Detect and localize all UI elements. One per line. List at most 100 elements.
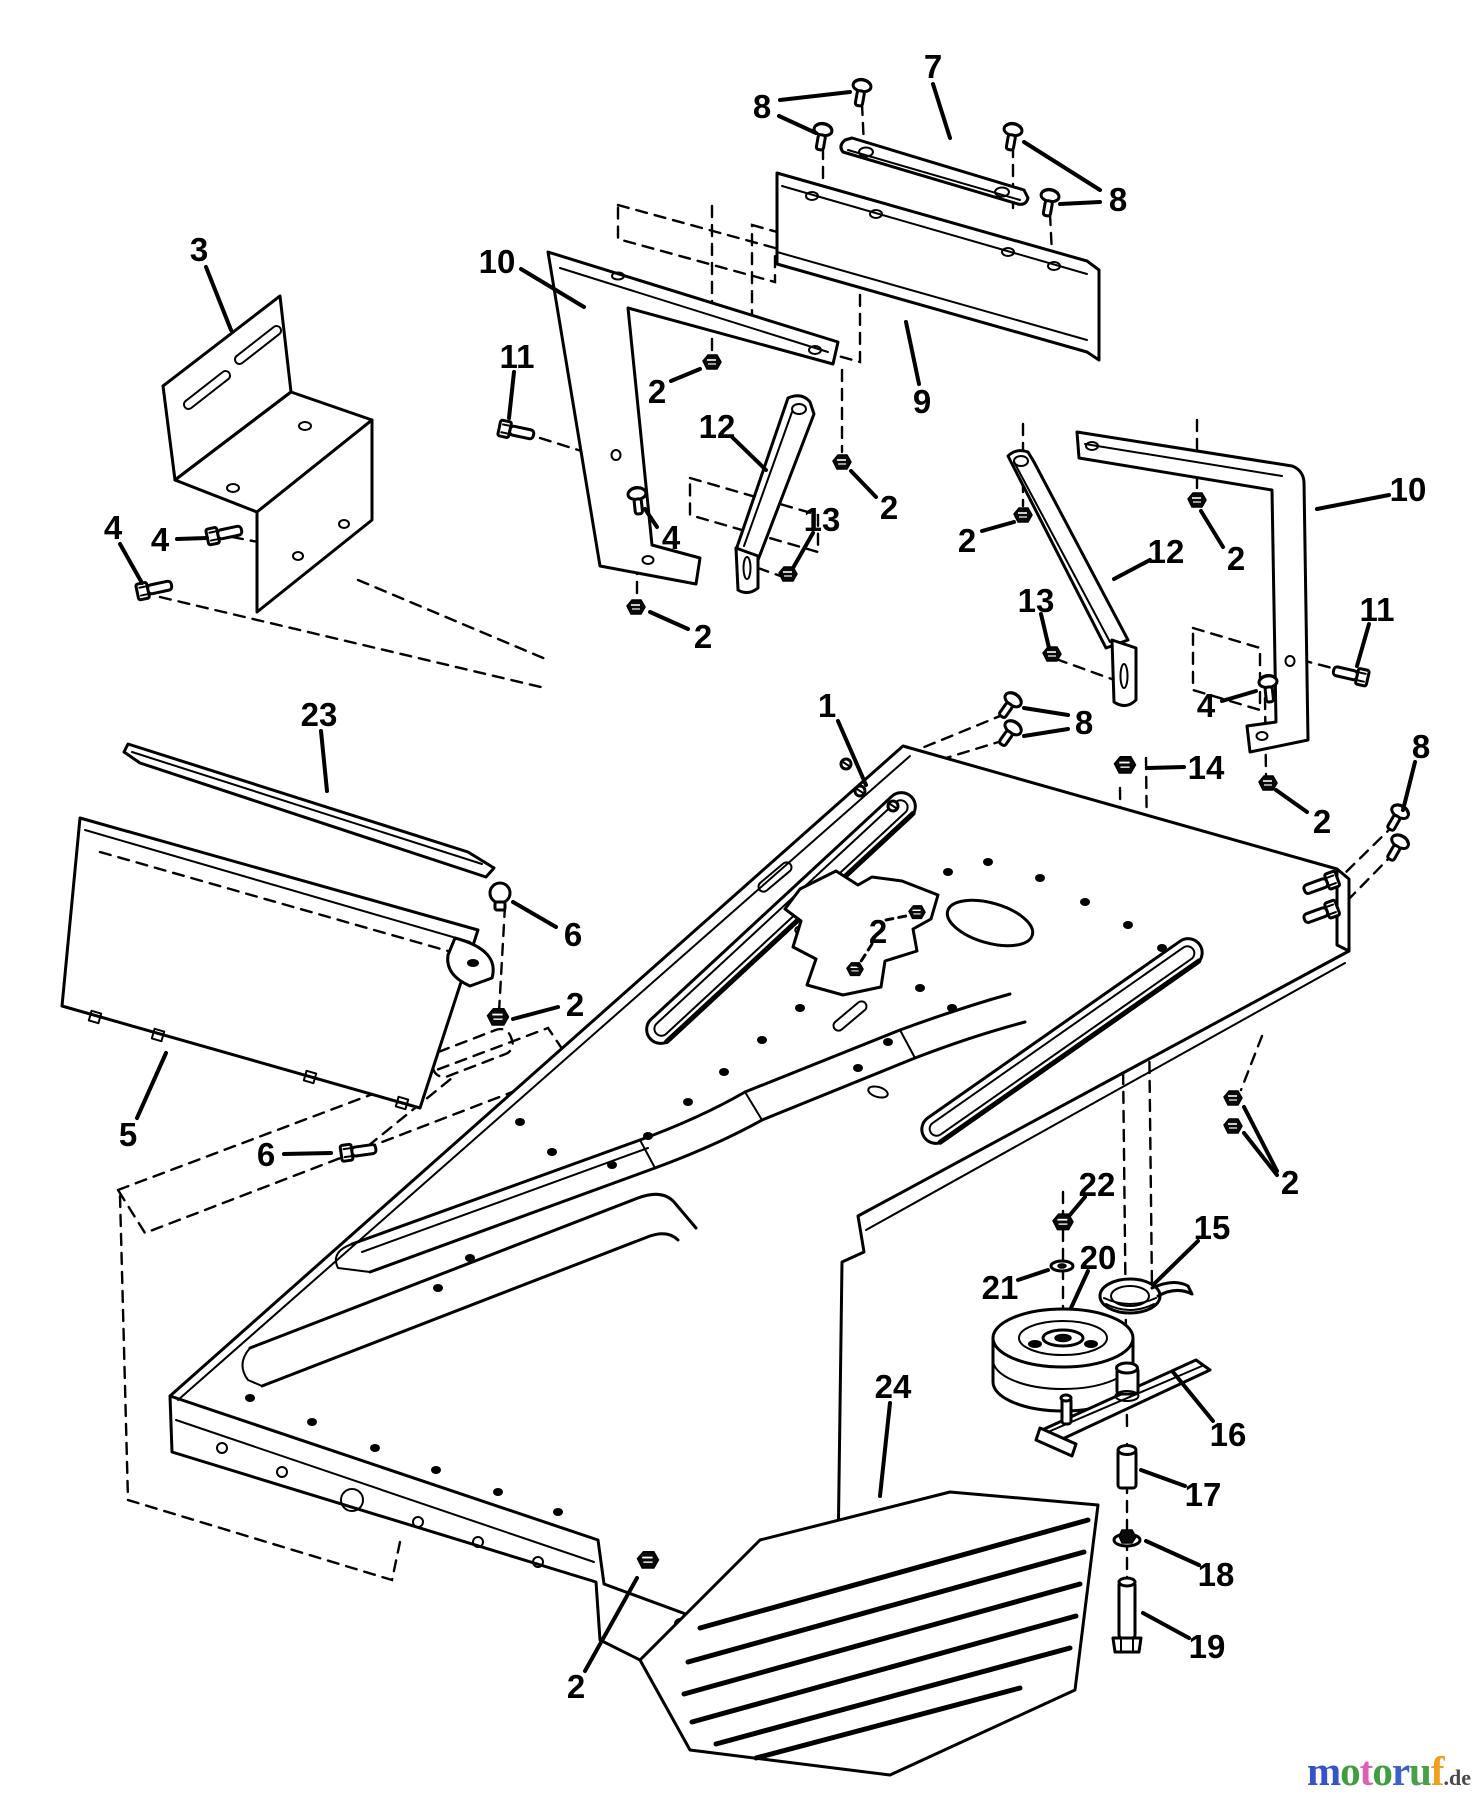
callout-2: 2 [958, 522, 976, 559]
callout-13: 13 [1018, 582, 1055, 619]
blade-cluster [1034, 1358, 1212, 1654]
leader-line-11 [1355, 622, 1371, 668]
logo-letter: t [1359, 1748, 1374, 1794]
leader-line-13 [1039, 612, 1051, 650]
leader-line-2 [1242, 1105, 1279, 1173]
motoruf-logo-text: motoruf [1307, 1748, 1445, 1794]
motoruf-watermark: motoruf.de [1307, 1751, 1471, 1792]
callout-20: 20 [1080, 1239, 1117, 1276]
callout-10: 10 [479, 243, 516, 280]
callout-3: 3 [190, 231, 208, 268]
part-3-bracket [161, 294, 374, 614]
part-1-deck [168, 744, 1351, 1742]
leader-line-6 [511, 900, 558, 929]
deck-slot-right [920, 937, 1204, 1145]
leader-line-9 [904, 320, 921, 386]
callout-4: 4 [1197, 687, 1216, 724]
callout-4: 4 [662, 519, 681, 556]
bolts-8-middle [992, 688, 1026, 752]
callout-10: 10 [1390, 471, 1427, 508]
leader-line-2 [1274, 788, 1309, 814]
callout-11: 11 [500, 338, 535, 375]
logo-letter: r [1391, 1748, 1410, 1794]
callout-13: 13 [804, 501, 841, 538]
deck-holes [245, 858, 1167, 1516]
callout-12: 12 [699, 408, 736, 445]
leader-line-17 [1139, 1468, 1187, 1488]
bolts-8-right [1380, 800, 1413, 866]
motoruf-domain-suffix: .de [1443, 1765, 1472, 1790]
callout-2: 2 [1227, 540, 1245, 577]
logo-letter: f [1430, 1748, 1445, 1794]
callout-7: 7 [924, 48, 942, 85]
part-10-bracket-left [546, 250, 840, 586]
callout-1: 1 [818, 687, 836, 724]
part-9-rear-panel [775, 171, 1101, 362]
bolt-11-left [496, 418, 537, 445]
leader-line-24 [878, 1401, 892, 1498]
washer-18 [1112, 1529, 1142, 1548]
leader-line-2 [849, 469, 878, 499]
leader-line-2 [884, 913, 913, 922]
callout-14: 14 [1188, 749, 1225, 786]
leader-line-12 [1112, 558, 1152, 581]
callout-24: 24 [875, 1368, 912, 1405]
leader-line-16 [1171, 1370, 1215, 1423]
part-23-rod [122, 742, 496, 879]
leader-line-10 [519, 267, 586, 309]
leader-line-8 [1401, 760, 1417, 812]
leader-line-4 [1220, 689, 1258, 703]
leader-line-8 [1058, 200, 1102, 206]
leader-line-2 [583, 1576, 639, 1673]
leader-line-2 [856, 942, 874, 968]
callout-19: 19 [1189, 1628, 1226, 1665]
callout-2: 2 [880, 489, 898, 526]
leader-line-2 [1242, 1131, 1279, 1177]
leader-line-3 [204, 265, 233, 332]
bolt-6b [338, 1139, 379, 1163]
leader-line-2 [1199, 509, 1225, 549]
leader-line-2 [980, 520, 1016, 533]
deck-footwell [241, 1192, 698, 1388]
deck-channel [334, 992, 1027, 1274]
logo-letter: u [1409, 1748, 1432, 1794]
leader-line-15 [1151, 1239, 1200, 1287]
callout-8: 8 [753, 88, 771, 125]
leader-line-11 [507, 370, 516, 420]
callout-4: 4 [104, 509, 123, 546]
leader-line-19 [1141, 1611, 1191, 1640]
callout-11: 11 [1360, 591, 1395, 628]
leader-line-8 [1022, 140, 1102, 192]
callout-8: 8 [1109, 181, 1127, 218]
leader-line-2 [511, 1005, 560, 1021]
leader-line-8 [777, 114, 818, 135]
part-12-strap-right [1006, 449, 1138, 707]
part-12-strap-left [734, 394, 816, 595]
leader-line-14 [1146, 765, 1186, 770]
leader-line-1 [836, 719, 868, 787]
leader-line-2 [669, 367, 702, 383]
bolt-11-right [1330, 661, 1372, 688]
leader-line-4 [643, 507, 659, 529]
leader-line-8 [1022, 706, 1070, 717]
leader-line-22 [1067, 1195, 1087, 1218]
callout-2: 2 [1313, 803, 1331, 840]
callout-5: 5 [119, 1116, 137, 1153]
carriage-bolt-6a [488, 881, 512, 905]
bolts-6 [338, 881, 512, 1163]
leader-line-4 [175, 536, 209, 541]
bolt-19 [1111, 1576, 1143, 1654]
leader-line-5 [135, 1051, 168, 1120]
callout-9: 9 [913, 383, 931, 420]
callout-4: 4 [151, 521, 170, 558]
part-24-footrest-pad [638, 1490, 1100, 1777]
leader-line-10 [1315, 493, 1391, 511]
leader-line-21 [1016, 1268, 1050, 1282]
callout-6: 6 [257, 1136, 275, 1173]
part-5-deflector [60, 816, 495, 1111]
blade-16 [1034, 1358, 1212, 1458]
part-7-strap [839, 136, 1030, 206]
